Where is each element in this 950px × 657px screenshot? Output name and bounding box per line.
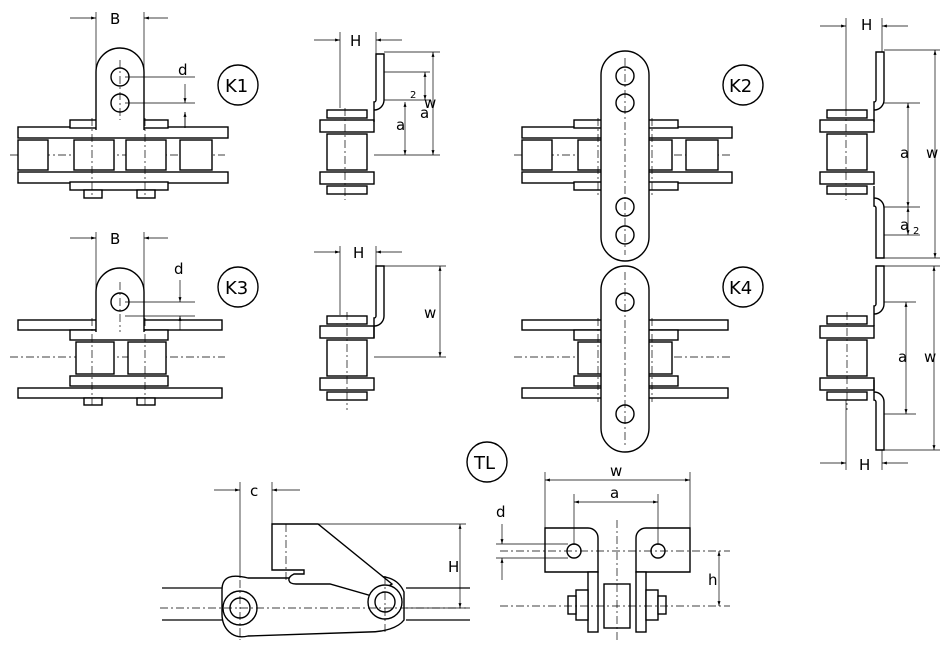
tl-dim-w-label: w <box>610 462 622 480</box>
tl-variant-label: TL <box>473 453 495 474</box>
k2-front-view <box>514 50 764 262</box>
k2-variant-label: K2 <box>729 76 752 97</box>
k1-dim-a2-label: a <box>420 104 429 122</box>
k4-dim-w-label: w <box>924 348 936 366</box>
k1-dim-h-label: H <box>350 32 361 50</box>
k1-side-view <box>314 32 440 200</box>
k2-side-view <box>819 18 940 259</box>
k3-dim-w-label: w <box>424 304 436 322</box>
tl-dim-a-label: a <box>610 484 619 502</box>
k1-front-view <box>10 12 259 199</box>
tl-view <box>466 441 730 640</box>
k1-dim-a2-sub: 2 <box>410 90 416 101</box>
k2-dim-a-label: a <box>900 144 909 162</box>
k2-dim-w-label: w <box>926 144 938 162</box>
tl-dim-d-label: d <box>496 503 506 521</box>
tl-dim-h-label: h <box>708 571 718 589</box>
cranked-link-view <box>160 482 470 640</box>
k2-dim-h-label: H <box>861 16 872 34</box>
k3-dim-h-label: H <box>353 244 364 262</box>
k4-front-view <box>514 265 764 453</box>
k3-front-view <box>10 232 259 406</box>
k2-dim-a2-label: a <box>900 216 909 234</box>
k4-variant-label: K4 <box>729 278 752 299</box>
k1-dim-w-label: w <box>424 94 436 112</box>
k3-variant-label: K3 <box>225 278 248 299</box>
k1-variant-label: K1 <box>225 76 248 97</box>
k2-dim-a2-sub: 2 <box>913 226 919 237</box>
k3-side-view <box>314 246 446 410</box>
cranked-dim-c-label: c <box>250 482 258 500</box>
k1-dim-a-label: a <box>396 116 405 134</box>
k4-dim-a-label: a <box>898 348 907 366</box>
k3-dim-b-label: B <box>110 230 120 248</box>
k4-dim-h-label: H <box>859 456 870 474</box>
k1-dim-d-label: d <box>178 61 188 79</box>
cranked-dim-h-label: H <box>448 558 459 576</box>
k3-dim-d-label: d <box>174 260 184 278</box>
k1-dim-b-label: B <box>110 10 120 28</box>
k4-side-view <box>819 265 940 470</box>
